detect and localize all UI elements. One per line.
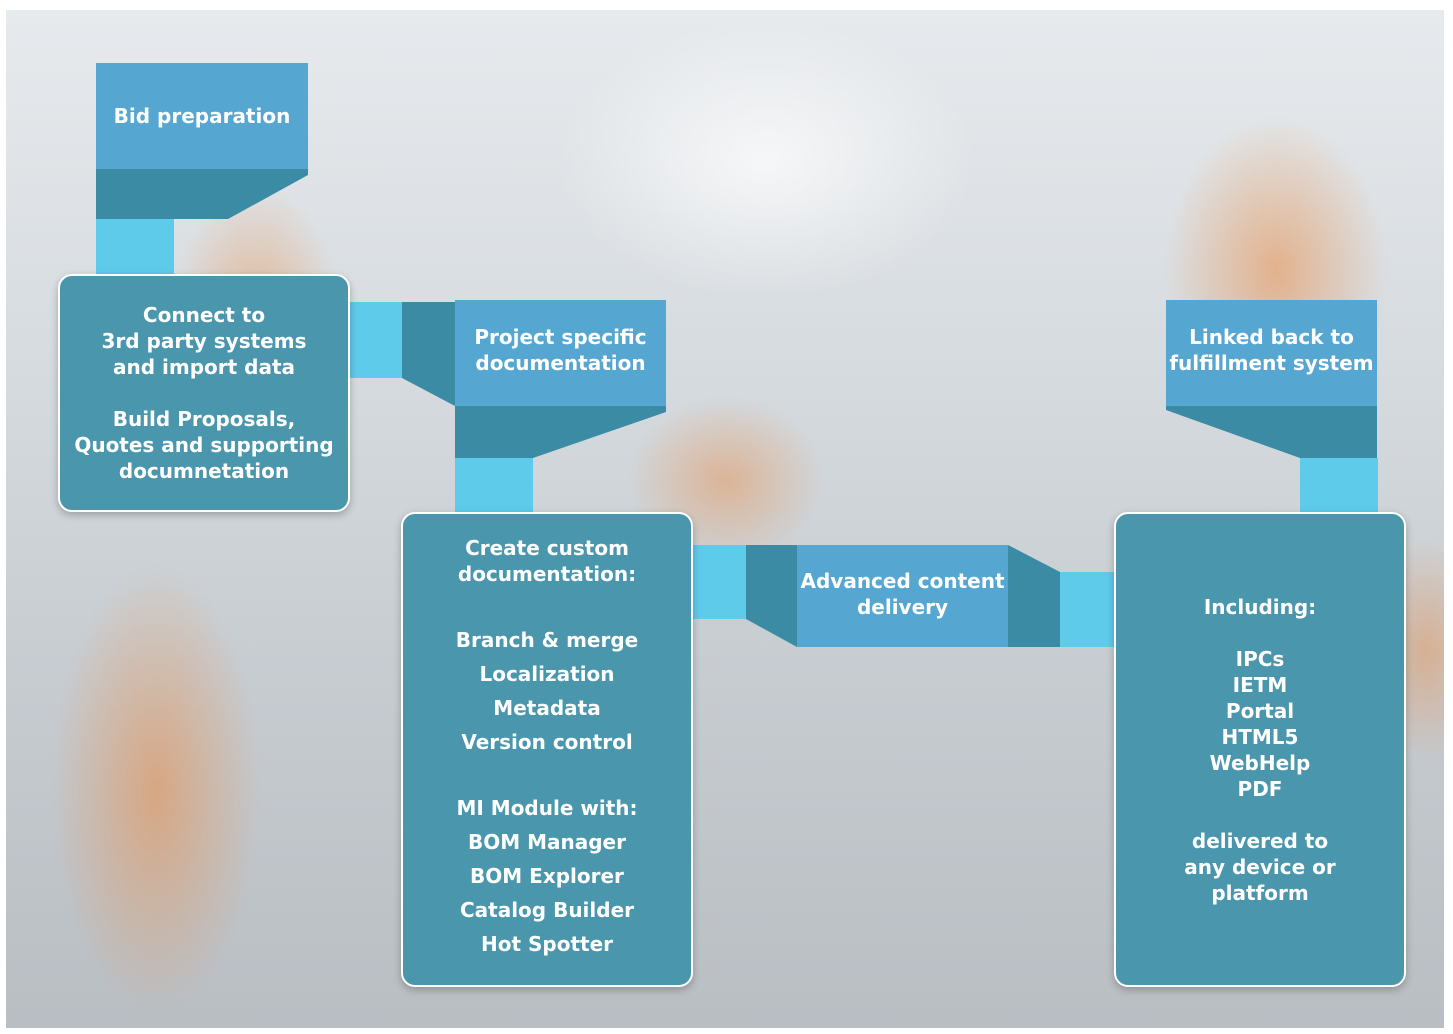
bid-preparation-text: Bid preparation [113, 104, 291, 128]
format-ietm: IETM [1232, 673, 1288, 697]
feature-metadata: Metadata [493, 696, 601, 720]
custom-documentation-box: Create custom documentation: Branch & me… [401, 512, 693, 987]
advanced-delivery-label: Advanced content delivery [797, 545, 1008, 647]
project-fold-left [402, 302, 455, 406]
advanced-line-1: Advanced content [800, 569, 1005, 593]
bid-label-bg [96, 63, 308, 169]
mi-module-heading: MI Module with: [456, 796, 638, 820]
custom-advanced-connector [692, 545, 746, 619]
project-fold-bottom [455, 406, 666, 458]
feature-version-control: Version control [461, 730, 633, 754]
mi-bom-manager: BOM Manager [468, 830, 626, 854]
bid-preparation-label: Bid preparation [96, 63, 308, 169]
project-label-bg [455, 300, 666, 406]
linked-line-2: fulfillment system [1169, 351, 1374, 375]
format-portal: Portal [1225, 699, 1295, 723]
feature-branch-merge: Branch & merge [455, 628, 639, 652]
connect-box: Connect to 3rd party systems and import … [58, 274, 350, 512]
connect-project-connector [350, 302, 402, 378]
proposals-line-1: Build Proposals, [112, 407, 296, 431]
proposals-line-2: Quotes and supporting [74, 433, 334, 457]
advanced-including-connector [1060, 572, 1116, 647]
project-line-1: Project specific [474, 325, 647, 349]
delivered-line-1: delivered to [1191, 829, 1329, 853]
proposals-line-3: documnetation [118, 459, 290, 483]
project-connector [455, 458, 533, 514]
format-webhelp: WebHelp [1209, 751, 1311, 775]
connect-line-3: and import data [112, 355, 296, 379]
mi-bom-explorer: BOM Explorer [470, 864, 624, 888]
linked-label-bg [1166, 300, 1377, 406]
advanced-line-2: delivery [856, 595, 949, 619]
custom-heading-1: Create custom [465, 536, 629, 560]
project-line-2: documentation [475, 351, 646, 375]
feature-localization: Localization [479, 662, 615, 686]
delivered-line-2: any device or [1184, 855, 1336, 879]
format-pdf: PDF [1237, 777, 1283, 801]
custom-heading-2: documentation: [457, 562, 637, 586]
delivered-line-3: platform [1211, 881, 1309, 905]
format-html5: HTML5 [1221, 725, 1299, 749]
format-ipcs: IPCs [1235, 647, 1285, 671]
mi-catalog-builder: Catalog Builder [459, 898, 635, 922]
including-box: Including: IPCs IETM Portal HTML5 WebHel… [1114, 512, 1406, 987]
advanced-fold-left [746, 545, 797, 647]
linked-connector [1300, 458, 1378, 514]
connect-line-2: 3rd party systems [101, 329, 307, 353]
advanced-label-bg [797, 545, 1008, 647]
bid-fold [96, 169, 308, 219]
project-specific-label: Project specific documentation [455, 300, 666, 406]
linked-fold [1166, 406, 1377, 458]
linked-back-label: Linked back to fulfillment system [1166, 300, 1377, 406]
connect-line-1: Connect to [142, 303, 266, 327]
linked-line-1: Linked back to [1189, 325, 1354, 349]
mi-hot-spotter: Hot Spotter [480, 932, 613, 956]
including-heading: Including: [1203, 595, 1317, 619]
advanced-fold-right [1008, 545, 1060, 647]
bid-connector [96, 219, 174, 275]
